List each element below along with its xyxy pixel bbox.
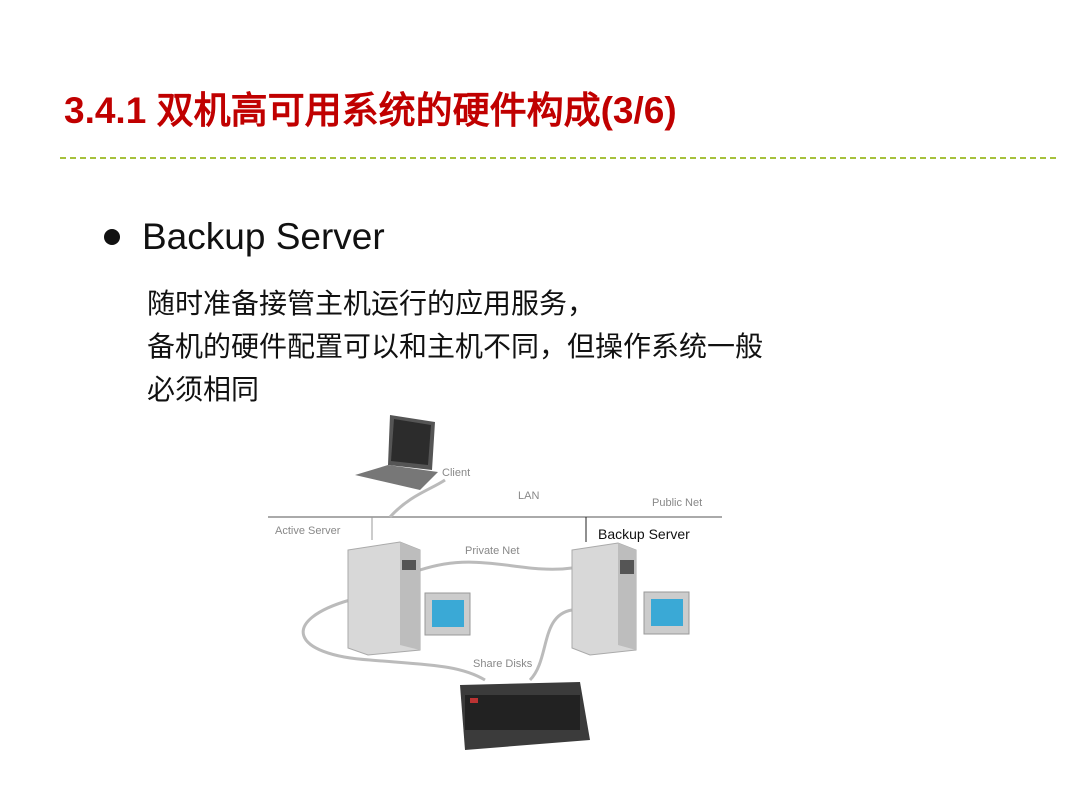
backup-server-icon	[571, 542, 637, 656]
label-backup-server: Backup Server	[598, 526, 690, 542]
label-lan: LAN	[518, 490, 539, 502]
bullet-description: 随时准备接管主机运行的应用服务， 备机的硬件配置可以和主机不同，但操作系统一般 …	[147, 282, 763, 411]
private-net-cable	[419, 560, 573, 572]
active-disk-cable	[301, 598, 486, 682]
bullet-icon	[104, 229, 120, 245]
client-cable	[388, 478, 446, 519]
bullet-item: Backup Server	[104, 216, 385, 258]
network-diagram: Client LAN Public Net Active Server Priv…	[268, 415, 722, 750]
backup-disk-cable	[528, 608, 573, 682]
description-line: 备机的硬件配置可以和主机不同，但操作系统一般	[147, 330, 764, 363]
disk-array-icon	[460, 682, 590, 750]
label-private-net: Private Net	[465, 545, 519, 557]
bullet-text: Backup Server	[142, 216, 385, 257]
title-divider	[60, 157, 1056, 159]
label-share-disks: Share Disks	[473, 658, 533, 670]
laptop-icon	[355, 415, 438, 490]
description-line: 必须相同	[147, 373, 260, 406]
slide-title: 3.4.1 双机高可用系统的硬件构成(3/6)	[64, 90, 677, 131]
monitor-icon	[643, 591, 690, 635]
monitor-icon	[424, 592, 471, 636]
label-active-server: Active Server	[275, 525, 341, 537]
label-client: Client	[442, 467, 470, 479]
label-public-net: Public Net	[652, 497, 702, 509]
description-line: 随时准备接管主机运行的应用服务，	[147, 287, 596, 320]
active-server-icon	[347, 541, 421, 656]
